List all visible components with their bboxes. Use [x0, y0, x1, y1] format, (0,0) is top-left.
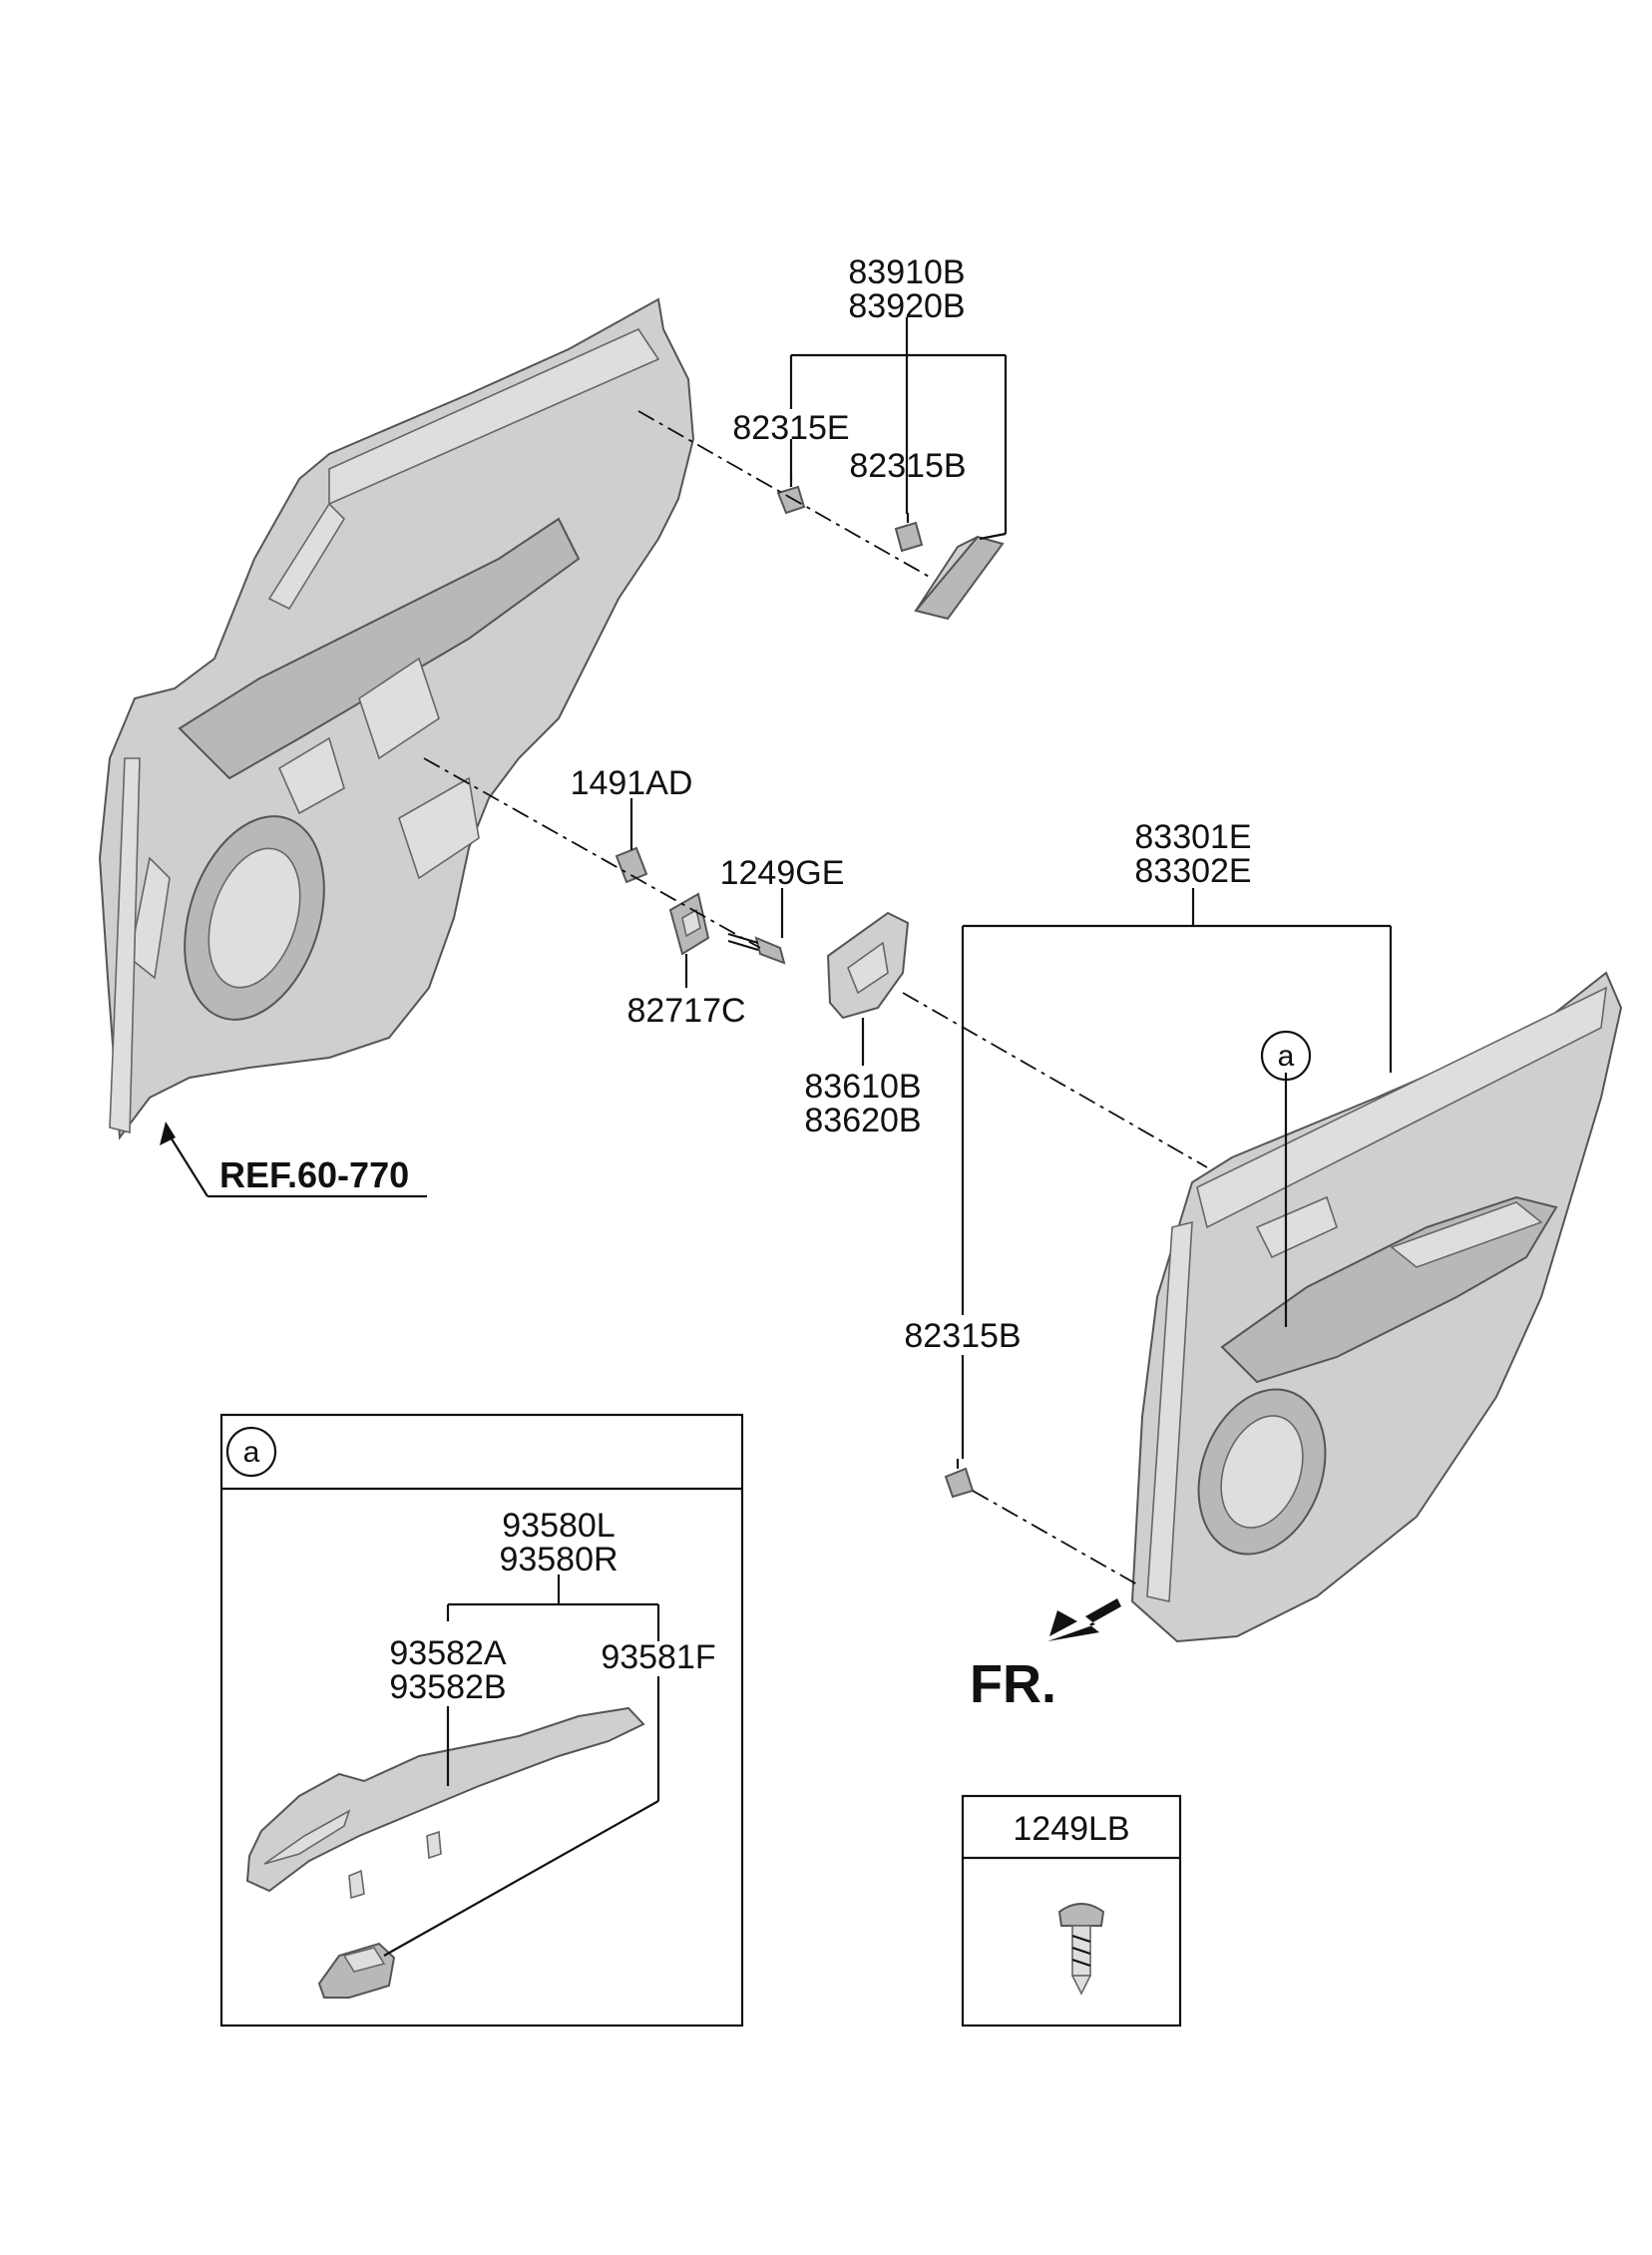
- label-93580L: 93580L: [502, 1507, 615, 1545]
- callout-a-circle[interactable]: [1260, 1030, 1312, 1082]
- label-93582B: 93582B: [389, 1668, 506, 1706]
- clip-82315B-top: [894, 513, 924, 553]
- front-direction-arrow: [1047, 1598, 1121, 1641]
- box-1249LB: [961, 1794, 1182, 2028]
- front-label: FR.: [970, 1654, 1056, 1714]
- inset-box-a: [219, 1413, 744, 2028]
- label-82717C: 82717C: [626, 992, 745, 1030]
- callout-a-text: a: [1278, 1040, 1295, 1073]
- inner-handle-83610B: [826, 911, 910, 1020]
- label-83301E: 83301E: [1134, 818, 1251, 856]
- alignment-lines: [423, 410, 1208, 1585]
- label-93582A: 93582A: [389, 1634, 507, 1672]
- inset-a-text: a: [243, 1436, 260, 1469]
- door-inner-panel: [98, 297, 695, 1140]
- leader-lines: [160, 317, 1393, 1459]
- label-93581F: 93581F: [601, 1638, 715, 1676]
- screw-1249GE: [727, 932, 786, 965]
- label-82315B-top: 82315B: [849, 447, 966, 485]
- label-82315E: 82315E: [732, 409, 849, 447]
- label-83610B: 83610B: [804, 1068, 921, 1106]
- label-83302E: 83302E: [1134, 852, 1251, 890]
- clip-1491AD: [615, 846, 648, 884]
- label-1249GE: 1249GE: [720, 854, 845, 892]
- clip-82315E: [776, 477, 806, 515]
- label-83620B: 83620B: [804, 1102, 921, 1139]
- door-trim-panel: [1130, 971, 1623, 1643]
- label-1249LB: 1249LB: [1013, 1810, 1129, 1848]
- clip-82315B-low: [944, 1459, 975, 1499]
- ref-label: REF.60-770: [219, 1154, 409, 1195]
- label-93580R: 93580R: [499, 1541, 618, 1578]
- label-83910B: 83910B: [848, 253, 965, 291]
- label-83920B: 83920B: [848, 287, 965, 325]
- part-triangle-cover: [914, 535, 1005, 621]
- label-82315B-low: 82315B: [904, 1317, 1021, 1355]
- bracket-82717C: [668, 892, 710, 956]
- label-1491AD: 1491AD: [571, 764, 693, 802]
